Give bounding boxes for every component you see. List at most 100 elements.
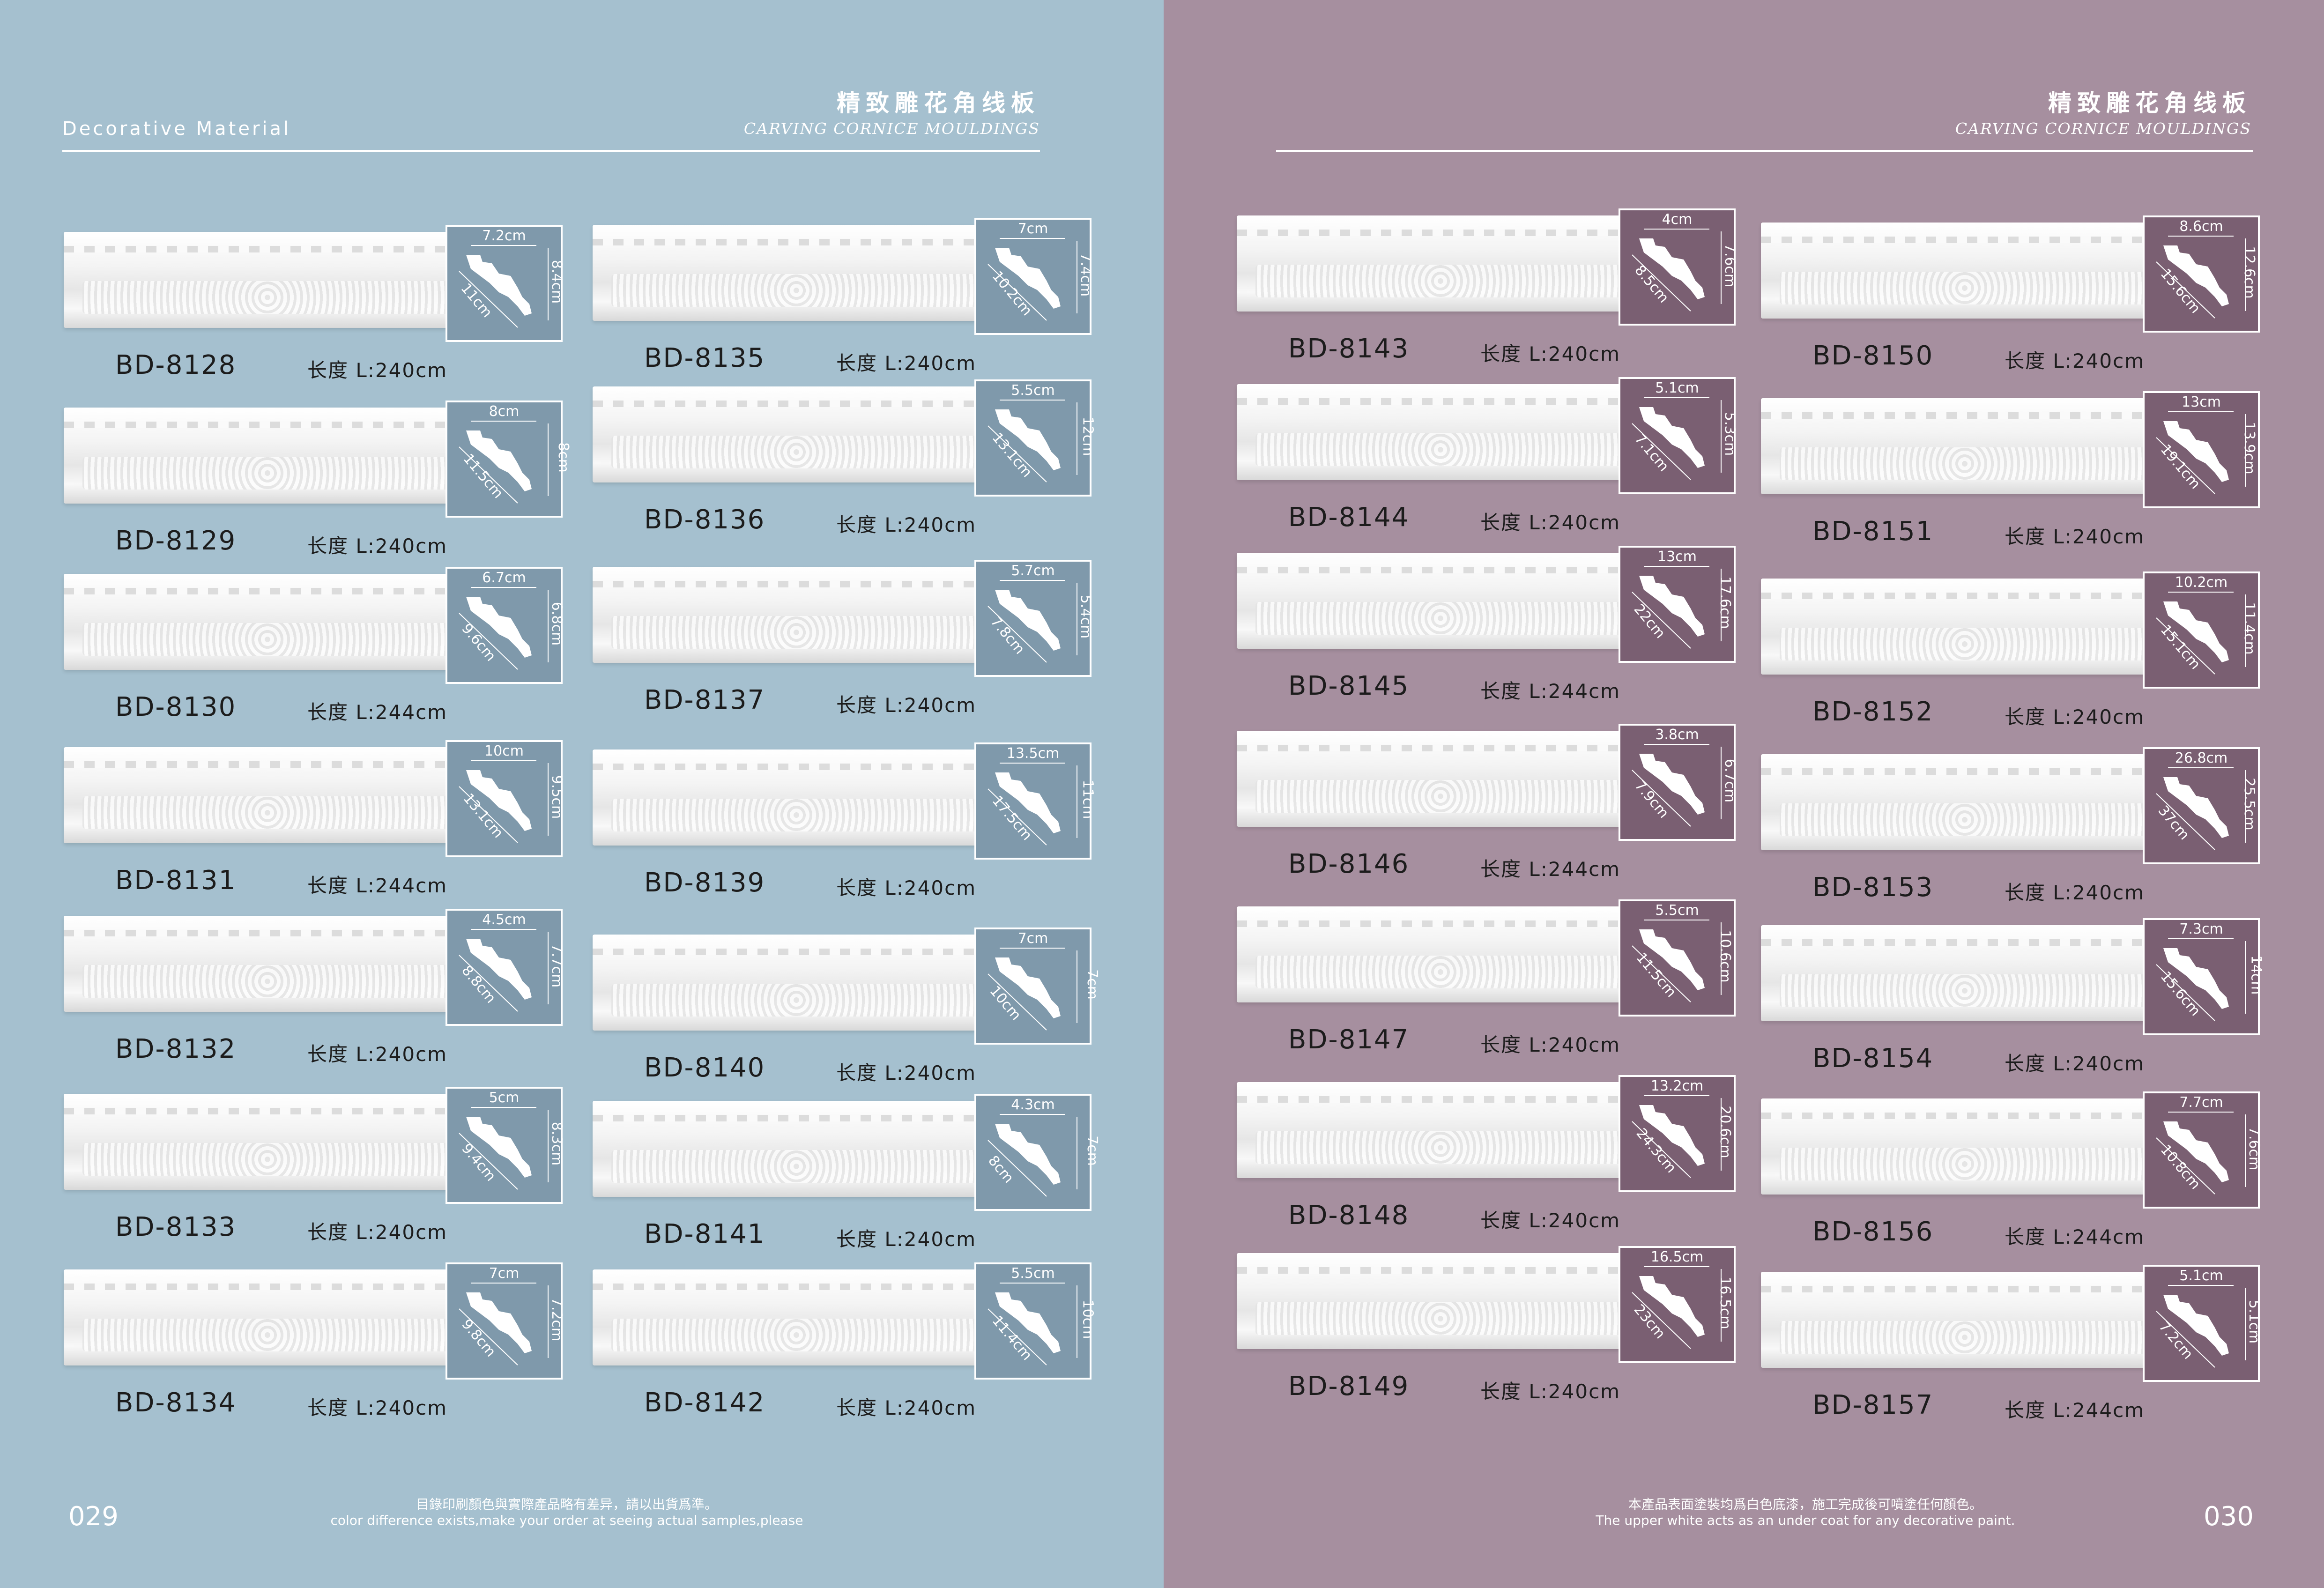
cornice-profile-icon: [988, 1114, 1077, 1197]
dimension-width: 4.3cm: [1011, 1097, 1055, 1113]
product-code: BD-8145: [1288, 671, 1410, 701]
moulding-photo: [593, 386, 986, 482]
dimension-height: 6.8cm: [548, 601, 565, 646]
dimension-height: 8.3cm: [548, 1121, 565, 1166]
moulding-photo: [1761, 1272, 2154, 1368]
product-code: BD-8152: [1812, 697, 1934, 727]
product-length: 长度 L:240cm: [2005, 1052, 2145, 1075]
moulding-photo: [1237, 906, 1630, 1002]
cornice-profile-icon: [459, 1107, 549, 1190]
cornice-profile-icon: [2156, 411, 2246, 494]
product-length: 长度 L:240cm: [307, 1221, 448, 1244]
moulding-photo: [64, 574, 457, 670]
product-length: 长度 L:240cm: [1480, 1209, 1621, 1232]
product-length: 长度 L:240cm: [2005, 705, 2145, 728]
cornice-profile-icon: [988, 238, 1077, 321]
dimension-width: 7cm: [1017, 930, 1048, 947]
cornice-profile-icon: [459, 760, 549, 843]
dimension-width: 26.8cm: [2175, 750, 2228, 766]
moulding-photo: [64, 232, 457, 328]
product-length: 长度 L:240cm: [1480, 511, 1621, 534]
moulding-photo: [64, 408, 457, 504]
dimension-height: 11cm: [1079, 779, 1096, 819]
cornice-profile-icon: [1632, 1095, 1722, 1178]
product-length: 长度 L:240cm: [836, 1228, 977, 1251]
dimension-width: 6.7cm: [482, 570, 526, 586]
dimension-width: 5.7cm: [1011, 563, 1055, 579]
dimension-height: 7cm: [1084, 1135, 1101, 1166]
product-length: 长度 L:240cm: [836, 352, 977, 375]
dimension-height: 10cm: [1079, 1299, 1096, 1339]
product-length: 长度 L:244cm: [307, 874, 448, 897]
product-length: 长度 L:244cm: [1480, 680, 1621, 703]
moulding-photo: [1237, 215, 1630, 312]
dimension-width: 4cm: [1662, 211, 1693, 228]
footer-note-en: color difference exists,make your order …: [330, 1513, 803, 1528]
dimension-height: 9.5cm: [548, 775, 565, 819]
cornice-profile-icon: [2156, 767, 2246, 850]
dimension-height: 13.9cm: [2241, 422, 2258, 475]
moulding-photo: [64, 916, 457, 1012]
dimension-height: 7.2cm: [548, 1297, 565, 1342]
moulding-photo: [1761, 754, 2154, 850]
product-length: 长度 L:244cm: [1480, 858, 1621, 881]
product-length: 长度 L:240cm: [1480, 1033, 1621, 1056]
cornice-profile-icon: [988, 1283, 1077, 1365]
dimension-height: 5.3cm: [1721, 412, 1738, 456]
product-length: 长度 L:240cm: [1480, 342, 1621, 365]
left-page: Decorative Material 精致雕花角线板 CARVING CORN…: [0, 0, 1164, 1588]
cornice-profile-icon: [2156, 1285, 2246, 1368]
footer-note: 本產品表面塗裝均爲白色底漆，施工完成後可噴塗任何顏色。 The upper wh…: [1529, 1497, 2082, 1529]
dimension-height: 8.4cm: [548, 260, 565, 304]
dimension-height: 7.6cm: [2245, 1126, 2262, 1171]
product-code: BD-8144: [1288, 502, 1410, 533]
dimension-width: 5.5cm: [1011, 1265, 1055, 1282]
product-code: BD-8149: [1288, 1371, 1410, 1402]
product-code: BD-8148: [1288, 1200, 1410, 1231]
dimension-width: 13.2cm: [1650, 1078, 1704, 1094]
dimension-width: 16.5cm: [1650, 1249, 1704, 1265]
dimension-width: 13.5cm: [1006, 745, 1060, 762]
dimension-width: 5.5cm: [1011, 382, 1055, 399]
cornice-profile-icon: [2156, 938, 2246, 1021]
dimension-height: 12.6cm: [2241, 246, 2258, 299]
moulding-photo: [593, 749, 986, 846]
title-chinese: 精致雕花角线板: [2048, 89, 2251, 117]
product-code: BD-8139: [644, 868, 765, 898]
product-code: BD-8129: [115, 526, 237, 556]
title-english: CARVING CORNICE MOULDINGS: [1955, 119, 2251, 138]
product-code: BD-8130: [115, 692, 237, 722]
dimension-width: 4.5cm: [482, 912, 526, 928]
dimension-width: 8cm: [489, 403, 520, 420]
dimension-width: 7cm: [1017, 221, 1048, 237]
cornice-profile-icon: [459, 587, 549, 670]
dimension-height: 25.5cm: [2241, 778, 2258, 831]
product-length: 长度 L:240cm: [836, 1061, 977, 1084]
product-code: BD-8131: [115, 865, 237, 896]
product-code: BD-8133: [115, 1212, 237, 1242]
cornice-profile-icon: [988, 763, 1077, 846]
moulding-photo: [1761, 1098, 2154, 1195]
